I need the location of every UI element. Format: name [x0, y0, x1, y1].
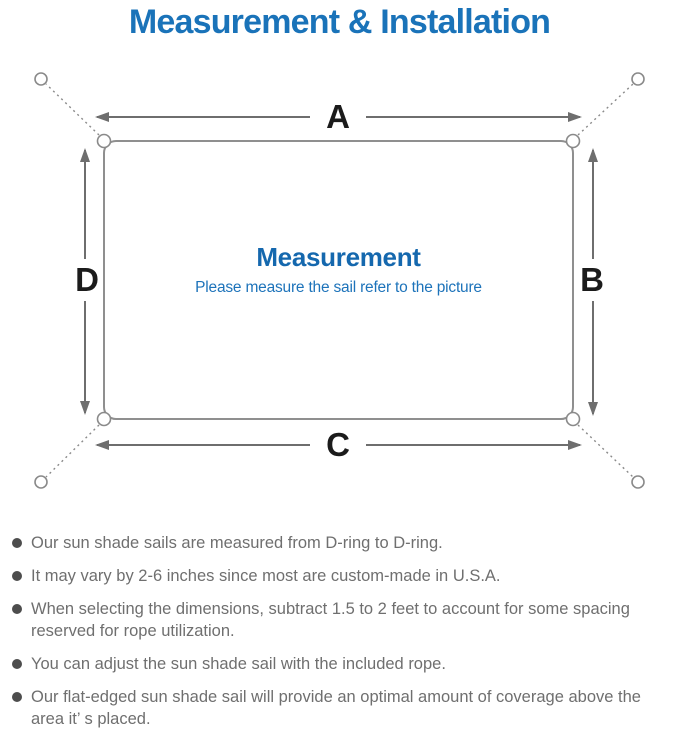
note-text: When selecting the dimensions, subtract … — [31, 600, 630, 640]
rope-line-top-left — [45, 83, 100, 136]
note-item: You can adjust the sun shade sail with t… — [12, 653, 664, 675]
rope-line-bottom-right — [577, 424, 634, 478]
note-text: Our sun shade sails are measured from D-… — [31, 534, 443, 552]
dim-label-c: C — [326, 426, 350, 463]
bullet-icon — [12, 571, 22, 581]
note-text: You can adjust the sun shade sail with t… — [31, 655, 446, 673]
anchor-circle-bottom-left — [34, 475, 48, 489]
bullet-icon — [12, 659, 22, 669]
anchor-circle-bottom-right — [631, 475, 645, 489]
d-ring-bottom-left — [96, 411, 112, 427]
note-text: Our flat-edged sun shade sail will provi… — [31, 688, 641, 728]
note-item: Our sun shade sails are measured from D-… — [12, 532, 664, 554]
note-item: Our flat-edged sun shade sail will provi… — [12, 686, 664, 730]
bullet-icon — [12, 692, 22, 702]
anchor-circle-top-left — [34, 72, 48, 86]
page-title: Measurement & Installation — [128, 3, 551, 41]
d-ring-top-right — [565, 133, 581, 149]
note-item: It may vary by 2-6 inches since most are… — [12, 565, 664, 587]
d-ring-bottom-right — [565, 411, 581, 427]
dim-label-a: A — [326, 98, 350, 135]
note-item: When selecting the dimensions, subtract … — [12, 598, 664, 642]
bullet-icon — [12, 604, 22, 614]
notes-list: Our sun shade sails are measured from D-… — [12, 532, 664, 739]
d-ring-top-left — [96, 133, 112, 149]
diagram-subtitle: Please measure the sail refer to the pic… — [195, 279, 482, 296]
dim-label-b: B — [580, 261, 604, 298]
rope-line-bottom-left — [45, 424, 100, 478]
diagram-center-text: Measurement Please measure the sail refe… — [104, 242, 573, 297]
anchor-circle-top-right — [631, 72, 645, 86]
dim-label-d: D — [75, 261, 99, 298]
diagram-heading: Measurement — [256, 242, 421, 272]
bullet-icon — [12, 538, 22, 548]
sail-outline — [103, 140, 574, 420]
sail-measurement-diagram: A C D B — [34, 72, 645, 489]
rope-line-top-right — [577, 83, 634, 136]
note-text: It may vary by 2-6 inches since most are… — [31, 567, 501, 585]
